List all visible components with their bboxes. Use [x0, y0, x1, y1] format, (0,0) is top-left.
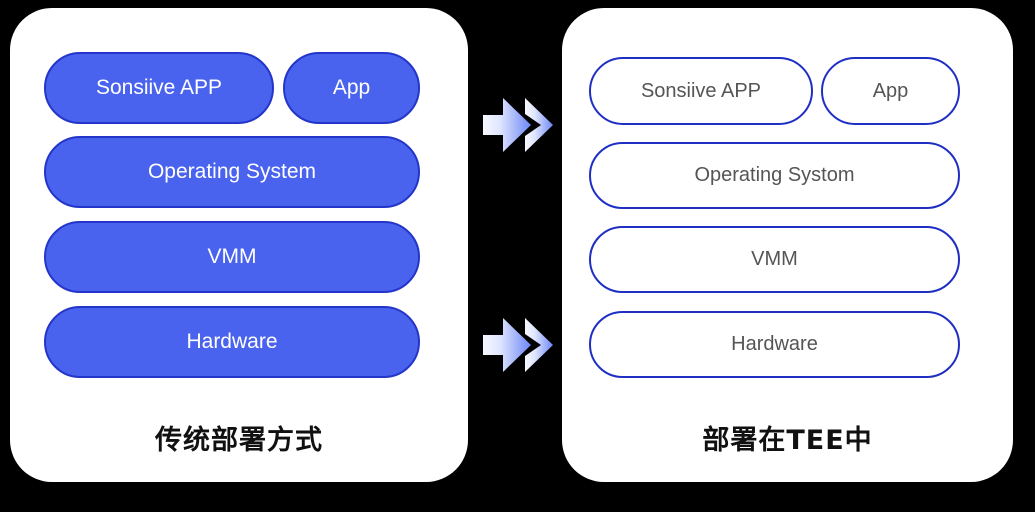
left-stack-item-app-primary[interactable]: Sonsiive APP — [44, 52, 274, 124]
left-stack-item-app-secondary[interactable]: App — [283, 52, 420, 124]
right-stack-item-vmm[interactable]: VMM — [589, 226, 960, 293]
double-chevron-right-arrow-icon-2 — [481, 312, 557, 378]
left-stack-item-app-primary-label: Sonsiive APP — [95, 76, 223, 99]
right-stack-item-app-secondary-label: App — [872, 79, 909, 102]
left-stack-item-hardware-label: Hardware — [186, 330, 278, 353]
right-stack-item-app-secondary[interactable]: App — [821, 57, 960, 125]
right-panel-caption: 部署在TEE中 — [702, 425, 873, 456]
right-stack-item-operating-system[interactable]: Operating Systom — [589, 142, 960, 209]
double-chevron-right-arrow-icon — [481, 92, 557, 158]
left-stack-item-vmm[interactable]: VMM — [44, 221, 420, 293]
left-stack-item-hardware[interactable]: Hardware — [44, 306, 420, 378]
left-stack-item-operating-system[interactable]: Operating System — [44, 136, 420, 208]
right-stack-item-app-primary-label: Sonsiive APP — [640, 79, 762, 102]
right-stack-item-operating-system-label: Operating Systom — [694, 164, 855, 186]
left-stack-item-app-secondary-label: App — [332, 76, 371, 99]
right-stack-item-app-primary[interactable]: Sonsiive APP — [589, 57, 813, 125]
left-stack-item-vmm-label: VMM — [207, 245, 257, 268]
right-stack-item-hardware[interactable]: Hardware — [589, 311, 960, 378]
left-stack-item-operating-system-label: Operating System — [147, 160, 317, 183]
right-stack-item-hardware-label: Hardware — [731, 333, 818, 355]
right-stack-item-vmm-label: VMM — [751, 248, 798, 270]
left-panel-caption: 传统部署方式 — [155, 425, 323, 456]
